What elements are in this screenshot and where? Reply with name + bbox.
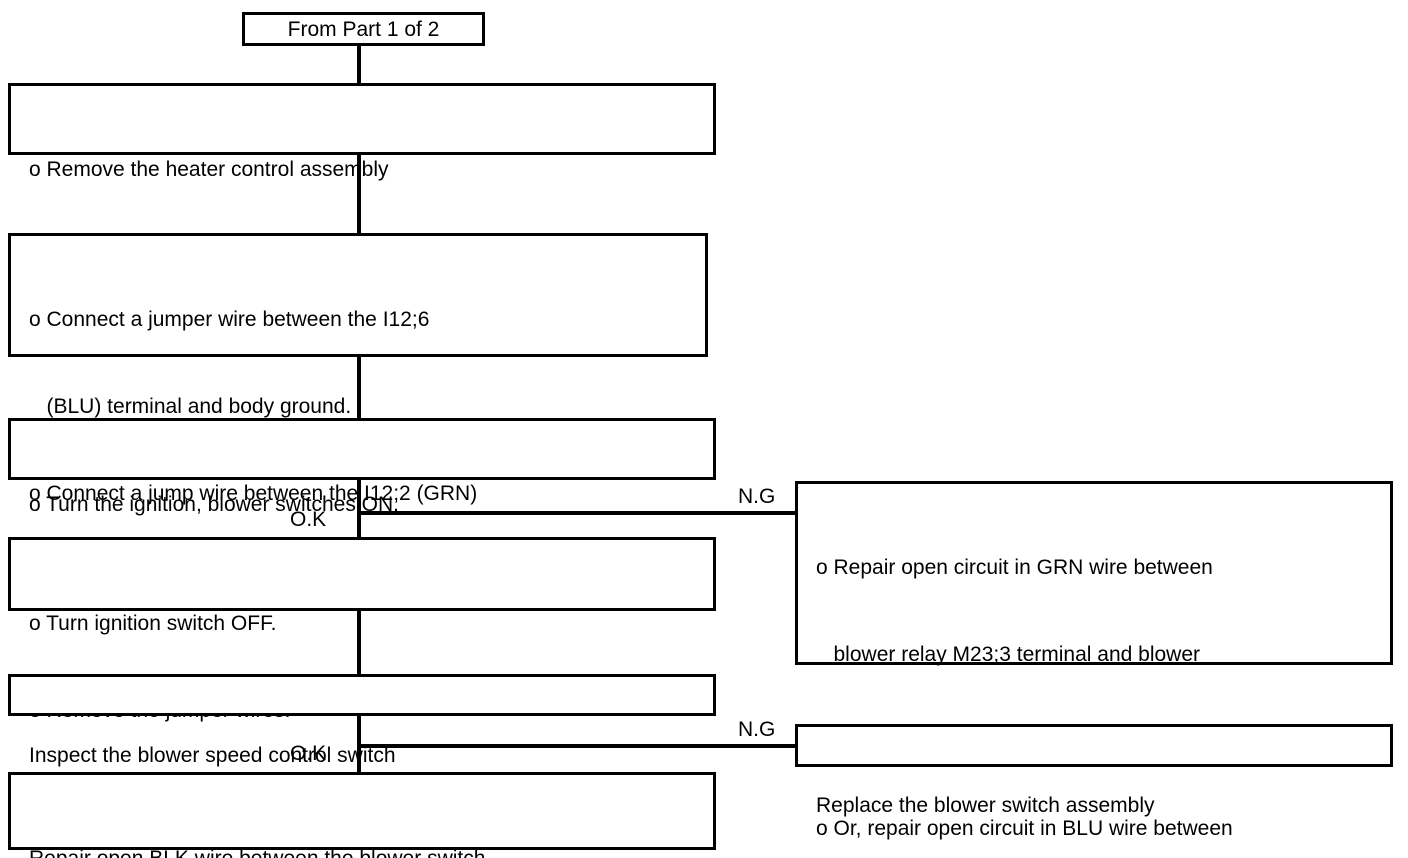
connector-step5-ng-branch [357,744,797,748]
node-step3-turn-ignition-on: o Turn the ignition, blower switches ON.… [8,418,716,603]
connector-step4-to-step5 [357,611,361,674]
node-step1-remove-heater-control: o Remove the heater control assembly o D… [8,83,716,268]
connector-step3-to-step4 [357,480,361,537]
branch-label-ng-upper: N.G [738,485,776,508]
connector-step3-ng-branch [357,511,797,515]
connector-step1-to-step2 [357,155,361,233]
node-step5-inspect-blower-speed-switch: Inspect the blower speed control switch [8,674,716,767]
step3-line1: o Turn the ignition, blower switches ON. [29,493,400,516]
step4-line1: o Turn ignition switch OFF. [29,612,277,635]
step2-line1: o Connect a jumper wire between the I12;… [29,308,430,331]
repair-open-circuit-line1: o Repair open circuit in GRN wire betwee… [816,556,1213,579]
from-part-label: From Part 1 of 2 [287,17,440,41]
node-step2-connect-jumper-wires: o Connect a jumper wire between the I12;… [8,233,708,592]
node-step6-repair-blk-wire: Repair open BLK wire between the blower … [8,772,716,858]
connector-step2-to-step3 [357,357,361,418]
replace-switch-line1: Replace the blower switch assembly [816,794,1155,817]
connector-frompart-to-step1 [357,45,361,83]
node-from-part-1-of-2: From Part 1 of 2 [242,12,485,46]
branch-label-ng-lower: N.G [738,718,776,741]
step1-line1: o Remove the heater control assembly [29,158,389,181]
step5-line1: Inspect the blower speed control switch [29,744,396,767]
repair-open-circuit-line2: blower relay M23;3 terminal and blower [816,643,1201,666]
node-repair-open-circuit: o Repair open circuit in GRN wire betwee… [795,481,1393,840]
branch-label-ok-upper: O.K [290,508,327,531]
step2-line3: o Connect a jump wire between the I12;2 … [29,482,478,505]
step6-line1: Repair open BLK wire between the blower … [29,844,703,858]
node-step4-turn-ignition-off: o Turn ignition switch OFF. o Remove the… [8,537,716,722]
step2-line2: (BLU) terminal and body ground. [29,395,352,418]
node-replace-blower-switch-assembly: Replace the blower switch assembly [795,724,1393,817]
repair-open-circuit-line4: o Or, repair open circuit in BLU wire be… [816,817,1233,840]
branch-label-ok-lower: O.K [290,742,327,765]
